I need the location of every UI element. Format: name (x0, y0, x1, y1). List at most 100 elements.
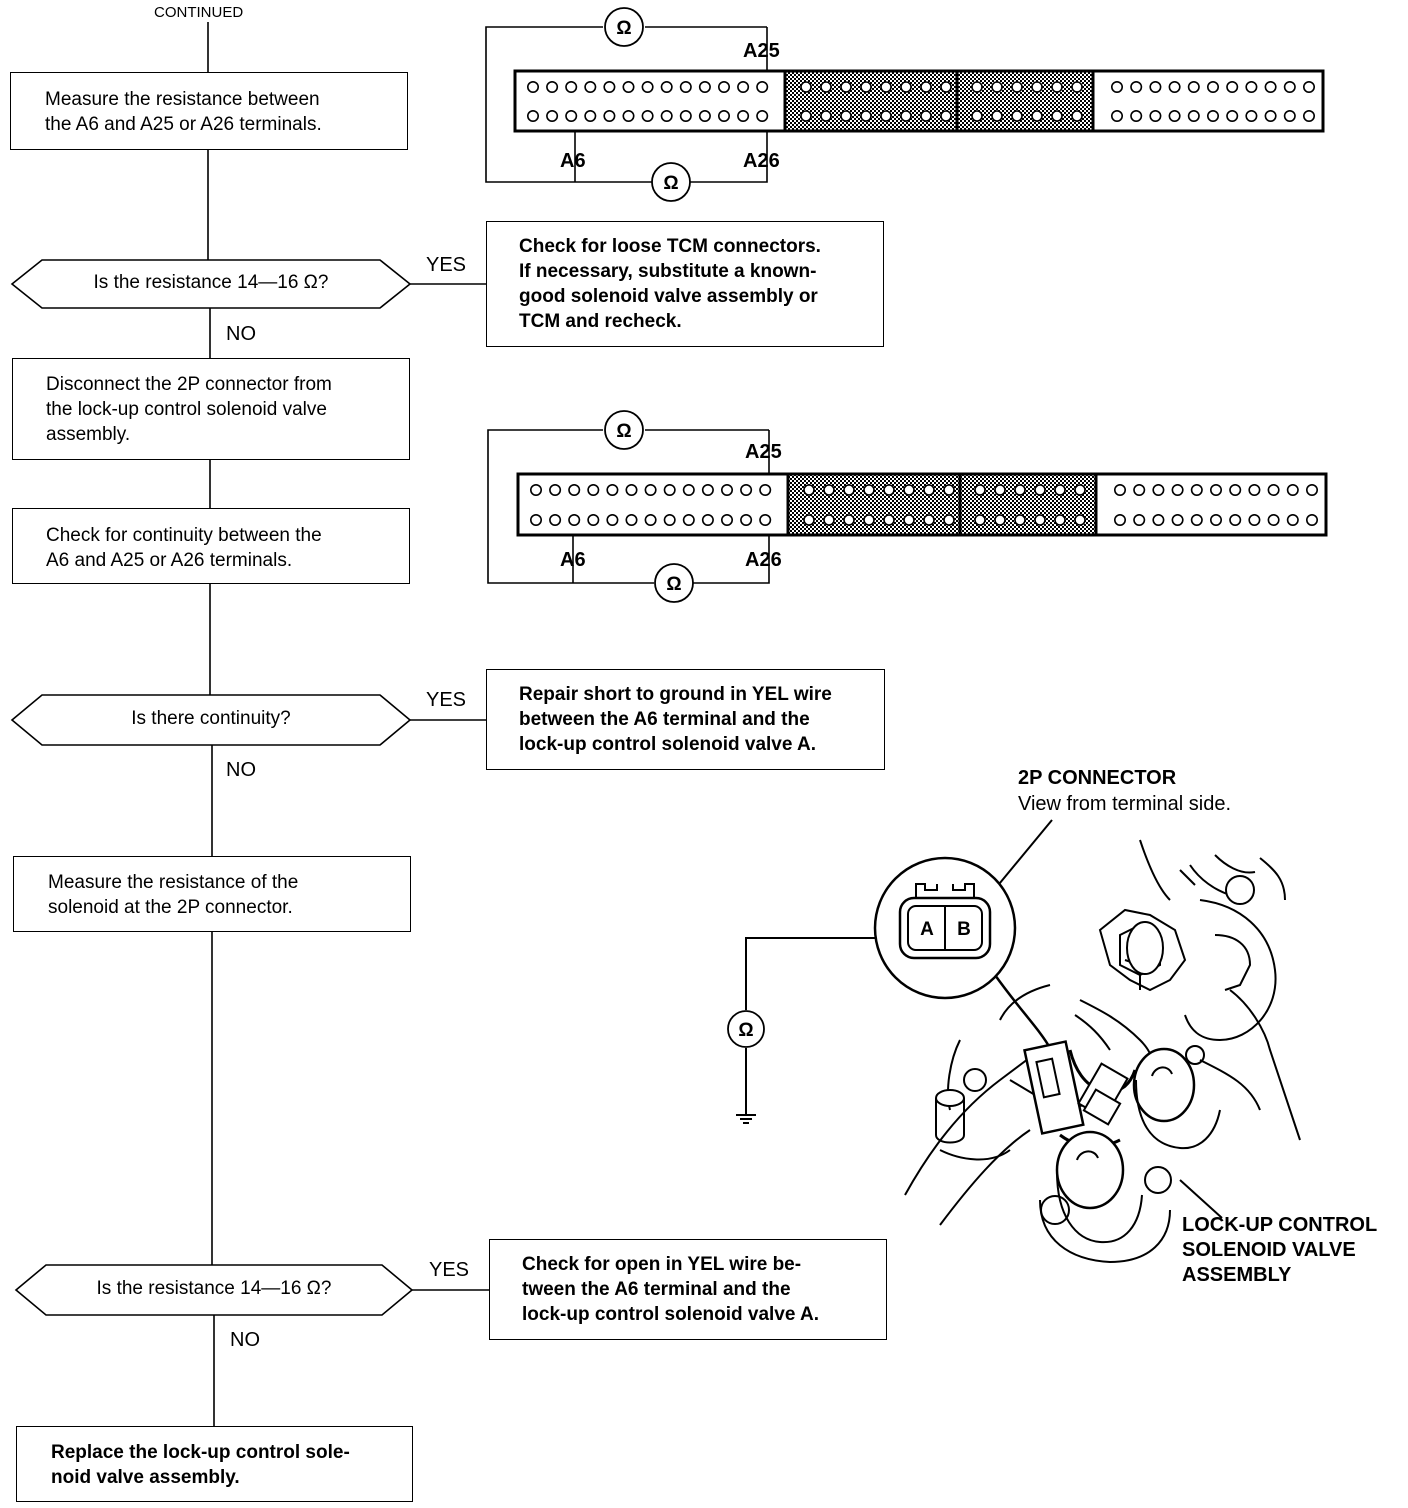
connector-pin (1245, 81, 1258, 94)
connector-pin (1187, 110, 1200, 123)
step-text-line: Measure the resistance of the (48, 872, 299, 893)
connector-pin (1152, 483, 1165, 496)
step-text-line: Measure the resistance between (45, 89, 320, 110)
connector-pin (1245, 110, 1258, 123)
decision-2-text: Is there continuity? (131, 708, 291, 729)
connector-pin (1264, 81, 1277, 94)
tcm-connector-diagram-1 (485, 7, 1325, 202)
connector-pin (529, 483, 542, 496)
connector-pin (1306, 513, 1319, 526)
connector-pin (565, 81, 578, 94)
connector-pin (641, 110, 654, 123)
connector-pin (940, 110, 952, 122)
connector-pin (991, 81, 1003, 93)
connector-pin (1149, 110, 1162, 123)
connector-pin (863, 484, 875, 496)
connector-pin (1229, 513, 1242, 526)
connector-pin (971, 81, 983, 93)
connector-pin (1168, 81, 1181, 94)
solenoid-label-line: LOCK-UP CONTROL (1182, 1214, 1378, 1236)
decision-1-shape (10, 259, 412, 309)
result-text-line: Check for open in YEL wire be- (522, 1254, 802, 1275)
continued-label: CONTINUED (154, 4, 244, 21)
result-text-line: tween the A6 terminal and the (522, 1279, 791, 1300)
connector-pin (940, 81, 952, 93)
terminal-a6-label: A6 (560, 549, 586, 571)
connector-pin (1031, 110, 1043, 122)
step-text-line: assembly. (46, 424, 131, 445)
ohm-symbol: Ω (616, 18, 631, 39)
connector-pin (625, 483, 638, 496)
connector-pin (1190, 513, 1203, 526)
connector-pin (1014, 514, 1026, 526)
connector-pin (565, 110, 578, 123)
connector-pin (823, 514, 835, 526)
connector-pin (1168, 110, 1181, 123)
connector-pin (1130, 110, 1143, 123)
step-measure-a6: Measure the resistance between the A6 an… (10, 72, 408, 150)
connector-pin (1011, 110, 1023, 122)
connector-pin (1034, 484, 1046, 496)
connector-pin (526, 110, 539, 123)
no-label: NO (226, 759, 256, 781)
connector-pin (587, 513, 600, 526)
connector-pin (803, 514, 815, 526)
connector-pin (698, 81, 711, 94)
ohm-symbol: Ω (663, 173, 678, 194)
connector-pin (1190, 483, 1203, 496)
connector-pin (720, 483, 733, 496)
connector-pin (1114, 483, 1127, 496)
connector-pin (1248, 513, 1261, 526)
connector-pin-b: B (957, 919, 971, 940)
connector-pin (682, 483, 695, 496)
ohmmeter-icon (604, 410, 644, 450)
terminal-a26-label: A26 (743, 150, 780, 172)
terminal-a26-label: A26 (745, 549, 782, 571)
connector-pin (756, 110, 769, 123)
connector-pin (622, 81, 635, 94)
connector-pin (1054, 484, 1066, 496)
connector-pin (660, 110, 673, 123)
connector-pin (840, 81, 852, 93)
result-text-line: good solenoid valve assembly or (519, 286, 818, 307)
connector-pin (1034, 514, 1046, 526)
connector-pin (1171, 513, 1184, 526)
step-replace: Replace the lock-up control sole- noid v… (16, 1426, 413, 1502)
connector-pin (860, 110, 872, 122)
decision-2-shape (10, 694, 412, 746)
connector-pin (860, 81, 872, 93)
no-label: NO (226, 323, 256, 345)
step-measure-solenoid: Measure the resistance of the solenoid a… (13, 856, 411, 932)
connector-pin (1130, 81, 1143, 94)
connector-pin (1071, 110, 1083, 122)
connector-pin (740, 483, 753, 496)
connector-pin (1187, 81, 1200, 94)
connector-pin (546, 110, 559, 123)
connector-pin (1264, 110, 1277, 123)
connector-pin (1229, 483, 1242, 496)
yes-label: YES (426, 254, 467, 276)
connector-pin (740, 513, 753, 526)
connector-pin (1210, 483, 1223, 496)
decision-1-text: Is the resistance 14—16 Ω? (93, 272, 329, 293)
connector-pin (843, 484, 855, 496)
step-text-line: Check for continuity between the (46, 525, 322, 546)
result-text-line: lock-up control solenoid valve A. (522, 1304, 820, 1325)
connector-pin (800, 81, 812, 93)
connector-pin (974, 514, 986, 526)
connector-pin (1051, 81, 1063, 93)
connector-pin (737, 110, 750, 123)
connector-pin (820, 110, 832, 122)
connector-pin (660, 81, 673, 94)
ohm-symbol: Ω (616, 421, 631, 442)
connector-pin (549, 483, 562, 496)
result-text-line: Repair short to ground in YEL wire (519, 684, 832, 705)
connector-pin (840, 110, 852, 122)
connector-pin (1207, 81, 1220, 94)
connector-pin (991, 110, 1003, 122)
connector-pin (1306, 483, 1319, 496)
terminal-a25-label: A25 (743, 40, 780, 62)
result-repair-short: Repair short to ground in YEL wire betwe… (486, 669, 885, 770)
solenoid-valve-label: LOCK-UP CONTROL SOLENOID VALVE ASSEMBLY (1182, 1213, 1377, 1288)
